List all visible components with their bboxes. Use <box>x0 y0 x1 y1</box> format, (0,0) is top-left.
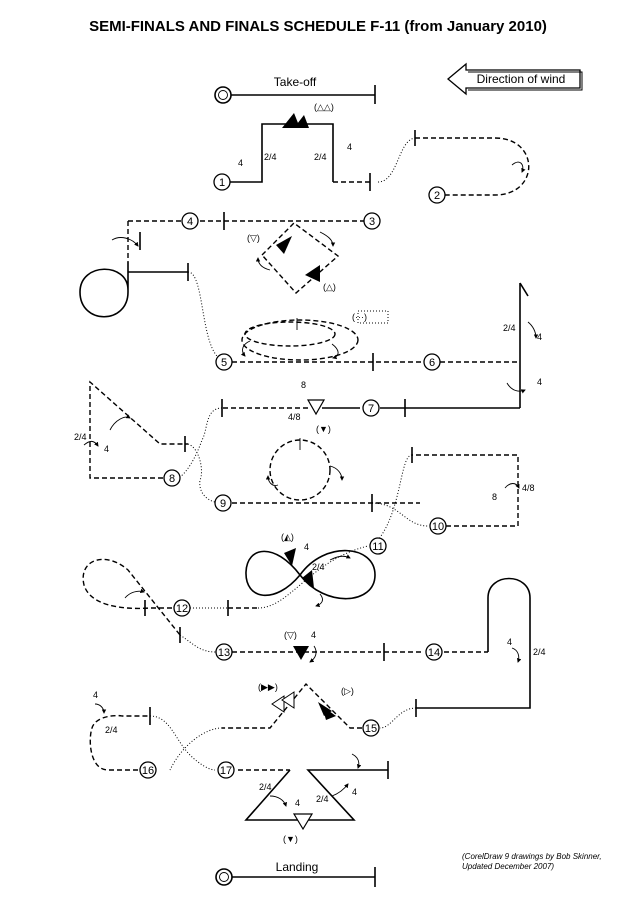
svg-text:2/4: 2/4 <box>503 323 516 333</box>
svg-text:(···): (···) <box>352 312 367 322</box>
svg-text:4: 4 <box>238 158 243 168</box>
maneuver-number-circle <box>363 212 381 230</box>
wind-label: Direction of wind <box>477 72 566 86</box>
maneuver-3-4 <box>111 212 365 262</box>
svg-text:4: 4 <box>93 690 98 700</box>
svg-text:(△): (△) <box>323 282 336 292</box>
maneuver-9 <box>232 438 420 512</box>
svg-text:4: 4 <box>507 637 512 647</box>
svg-text:4/8: 4/8 <box>288 412 301 422</box>
maneuver-number-12: 12 <box>176 603 188 615</box>
square-loop-figure: (▽) (△) <box>247 222 340 294</box>
maneuver-number-17: 17 <box>220 765 232 777</box>
svg-text:(▽): (▽) <box>247 233 260 243</box>
maneuver-number-10: 10 <box>432 521 444 533</box>
maneuver-10: 4/8 8 <box>371 447 535 541</box>
landing-end-icon <box>215 868 233 886</box>
maneuver-7: 8 4/8 (▼) <box>177 380 520 479</box>
maneuver-number-circle <box>423 353 441 371</box>
maneuver-1: (△△) 2/4 2/4 4 4 <box>230 102 371 191</box>
maneuver-4-loop <box>79 262 223 361</box>
svg-text:(▷): (▷) <box>341 686 354 696</box>
svg-text:4: 4 <box>537 332 542 342</box>
svg-text:2/4: 2/4 <box>264 152 277 162</box>
svg-text:(▽): (▽) <box>284 630 297 640</box>
svg-text:8: 8 <box>492 492 497 502</box>
maneuver-16: 2/4 4 <box>89 690 216 771</box>
svg-text:4: 4 <box>295 798 300 808</box>
maneuver-number-5: 5 <box>221 357 227 369</box>
svg-text:2/4: 2/4 <box>533 647 546 657</box>
maneuver-number-circle <box>181 212 199 230</box>
maneuver-number-circle <box>213 173 231 191</box>
maneuver-number-2: 2 <box>434 190 440 202</box>
svg-text:4: 4 <box>347 142 352 152</box>
credit-line-2: Updated December 2007) <box>462 862 554 871</box>
maneuver-number-circle <box>428 186 446 204</box>
maneuver-number-13: 13 <box>218 647 230 659</box>
maneuver-5-6: 2/4 4 4 <box>232 282 542 408</box>
maneuver-17: (▼) 2/4 2/4 4 4 <box>238 753 389 844</box>
maneuver-number-6: 6 <box>429 357 435 369</box>
maneuver-number-circle <box>214 494 232 512</box>
maneuver-11: (◭) 4 2/4 <box>245 532 376 607</box>
maneuver-number-3: 3 <box>369 216 375 228</box>
svg-text:2/4: 2/4 <box>74 432 87 442</box>
maneuver-number-circle <box>215 643 233 661</box>
maneuver-number-8: 8 <box>169 473 175 485</box>
maneuver-number-4: 4 <box>187 216 193 228</box>
maneuver-number-circle <box>163 469 181 487</box>
takeoff-start-icon <box>214 86 232 104</box>
page-title: SEMI-FINALS AND FINALS SCHEDULE F-11 (fr… <box>89 18 547 35</box>
maneuver-number-circle <box>425 643 443 661</box>
maneuver-number-circle <box>173 599 191 617</box>
svg-text:2/4: 2/4 <box>259 782 272 792</box>
svg-text:8: 8 <box>301 380 306 390</box>
landing-figure: Landing <box>215 860 376 887</box>
maneuver-number-9: 9 <box>220 498 226 510</box>
svg-text:(▼): (▼) <box>283 834 298 844</box>
svg-text:2/4: 2/4 <box>314 152 327 162</box>
takeoff-figure: Take-off <box>214 75 376 104</box>
svg-text:(◭): (◭) <box>281 532 294 542</box>
svg-text:4: 4 <box>352 787 357 797</box>
maneuver-2 <box>377 130 530 196</box>
takeoff-label: Take-off <box>274 75 317 89</box>
svg-text:4: 4 <box>104 444 109 454</box>
maneuver-number-circle <box>139 761 157 779</box>
snap-triangle-icon <box>282 113 300 128</box>
wind-direction-indicator: Direction of wind <box>446 62 583 96</box>
maneuver-number-circle <box>215 353 233 371</box>
maneuver-number-15: 15 <box>365 723 377 735</box>
maneuver-number-circle <box>369 537 387 555</box>
maneuver-12 <box>82 545 369 643</box>
maneuver-number-circle <box>362 719 380 737</box>
maneuver-number-circle <box>429 517 447 535</box>
svg-text:(△△): (△△) <box>314 102 334 112</box>
svg-text:4: 4 <box>537 377 542 387</box>
maneuver-number-11: 11 <box>372 541 383 553</box>
svg-text:2/4: 2/4 <box>312 562 325 572</box>
credit-line-1: (CorelDraw 9 drawings by Bob Skinner, <box>462 852 602 861</box>
svg-text:4/8: 4/8 <box>522 483 535 493</box>
maneuver-number-7: 7 <box>368 403 374 415</box>
svg-text:2/4: 2/4 <box>316 794 329 804</box>
maneuver-8: 2/4 4 <box>74 380 223 504</box>
maneuver-number-1: 1 <box>219 177 225 189</box>
maneuver-15: (▶▶) (▷) <box>169 682 417 771</box>
svg-text:4: 4 <box>311 630 316 640</box>
maneuver-number-circle <box>362 399 380 417</box>
maneuver-5: (···) <box>240 310 389 361</box>
maneuver-13-14: (▽) 4 2/4 4 <box>179 577 546 717</box>
maneuver-number-16: 16 <box>142 765 154 777</box>
svg-text:(▼): (▼) <box>316 424 331 434</box>
svg-text:2/4: 2/4 <box>105 725 118 735</box>
maneuver-number-14: 14 <box>428 647 440 659</box>
landing-label: Landing <box>276 860 319 874</box>
svg-text:4: 4 <box>304 542 309 552</box>
svg-text:(▶▶): (▶▶) <box>258 682 278 692</box>
maneuver-number-circle <box>217 761 235 779</box>
